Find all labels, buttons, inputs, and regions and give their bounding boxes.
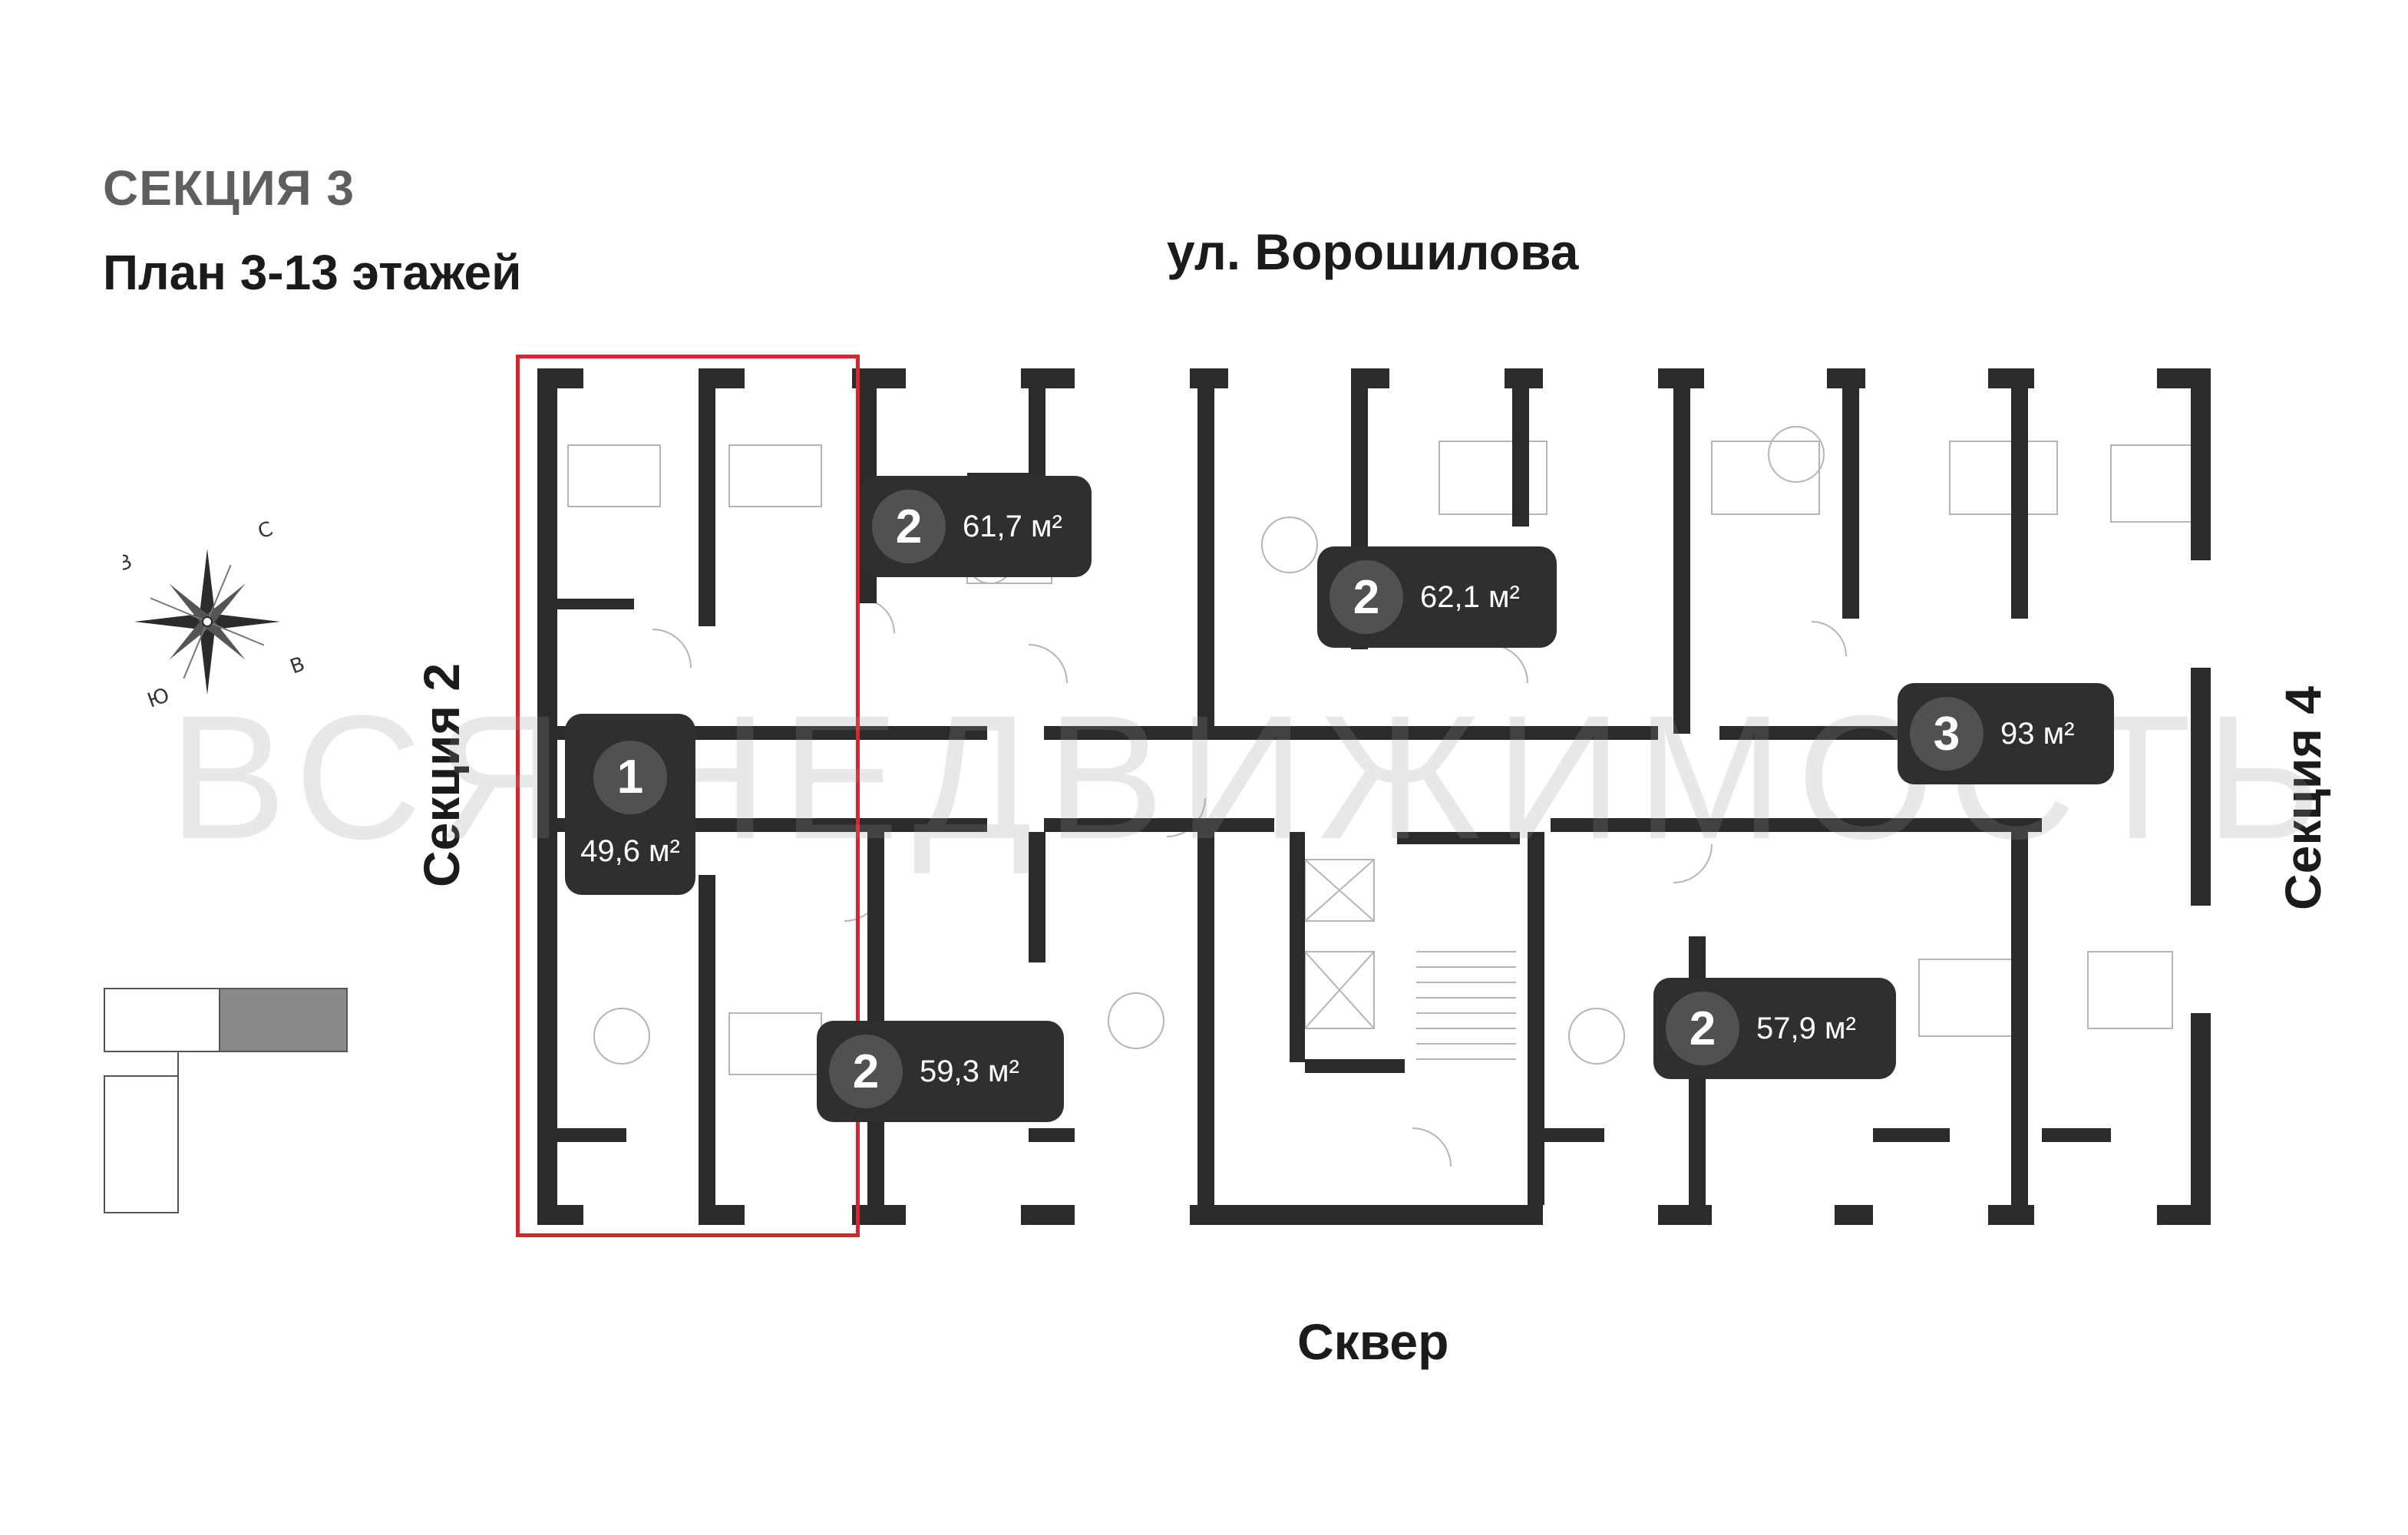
key-plan-section-selected xyxy=(219,988,348,1052)
apartment-area: 62,1 м² xyxy=(1420,579,1520,614)
apartment-rooms: 2 xyxy=(829,1035,903,1108)
apartment-area: 61,7 м² xyxy=(963,509,1062,543)
apartment-rooms: 3 xyxy=(1910,697,1984,771)
section-title: СЕКЦИЯ 3 xyxy=(103,160,355,216)
apartment-badge-6[interactable]: 2 57,9 м² xyxy=(1653,978,1896,1079)
key-plan-section-1 xyxy=(104,1075,179,1213)
street-label-bottom: Сквер xyxy=(1297,1313,1449,1370)
plan-title: План 3-13 этажей xyxy=(103,245,522,300)
apartment-area: 57,9 м² xyxy=(1756,1011,1856,1045)
apartment-rooms: 2 xyxy=(1666,992,1739,1065)
compass-rose-icon: С В Ю З xyxy=(123,517,308,712)
apartment-area: 49,6 м² xyxy=(580,834,680,868)
apartment-rooms: 2 xyxy=(872,490,946,563)
apartment-badge-3[interactable]: 2 62,1 м² xyxy=(1317,546,1557,648)
bed-outline xyxy=(567,444,661,507)
apartment-badge-1[interactable]: 1 49,6 м² xyxy=(565,714,695,895)
apartment-badge-4[interactable]: 3 93 м² xyxy=(1898,683,2114,784)
street-label-top: ул. Ворошилова xyxy=(1167,223,1579,280)
apartment-badge-2[interactable]: 2 61,7 м² xyxy=(860,476,1092,577)
staircase xyxy=(1416,951,1516,1060)
apartment-area: 59,3 м² xyxy=(920,1054,1019,1088)
compass-west: З xyxy=(123,550,135,576)
apartment-area: 93 м² xyxy=(2000,716,2075,751)
apartment-rooms: 2 xyxy=(1330,560,1403,634)
building-key-plan xyxy=(104,988,348,1213)
key-plan-section-2 xyxy=(104,988,220,1052)
selected-apartment-highlight xyxy=(516,355,860,1237)
compass-north: С xyxy=(255,517,276,543)
apartment-rooms: 1 xyxy=(593,740,667,814)
apartment-badge-5[interactable]: 2 59,3 м² xyxy=(817,1021,1064,1122)
